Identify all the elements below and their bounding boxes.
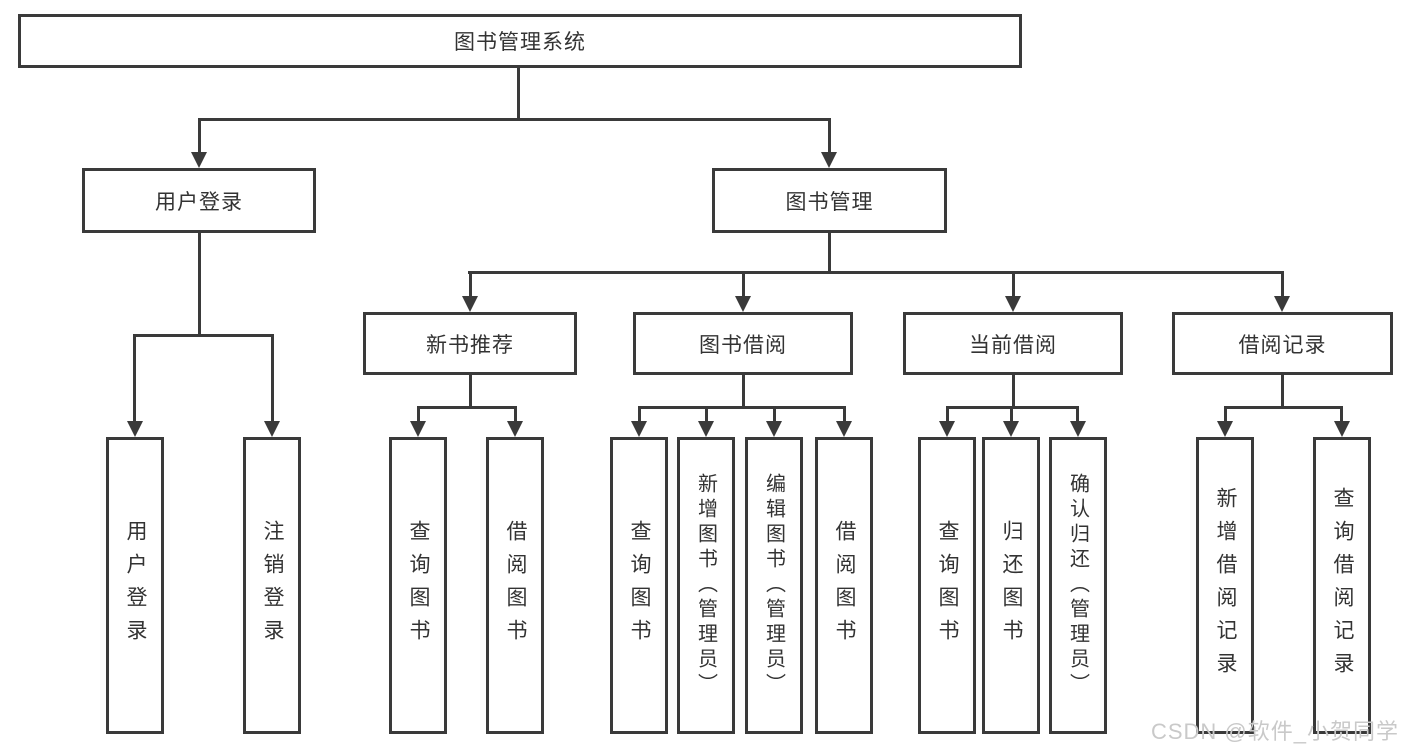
connector-line xyxy=(1281,375,1284,409)
node-label: 归还图书 xyxy=(1000,519,1023,652)
arrow-down-icon xyxy=(766,421,782,437)
arrow-down-icon xyxy=(1217,421,1233,437)
node-label: 用户登录 xyxy=(155,190,243,214)
node-label: 查询图书 xyxy=(407,519,430,652)
connector-line xyxy=(514,406,517,421)
node-label: 查询图书 xyxy=(628,519,651,652)
connector-line xyxy=(1224,406,1343,409)
leaf-confirm-return-admin: 确认归还（管理员） xyxy=(1049,437,1107,734)
connector-line xyxy=(469,375,472,409)
leaf-query-books-current: 查询图书 xyxy=(918,437,976,734)
node-book-borrowing: 图书借阅 xyxy=(633,312,853,375)
connector-line xyxy=(1012,271,1015,296)
arrow-down-icon xyxy=(507,421,523,437)
connector-line xyxy=(1010,406,1013,421)
connector-line xyxy=(705,406,708,421)
leaf-query-books-borrowing: 查询图书 xyxy=(610,437,668,734)
node-label: 查询借阅记录 xyxy=(1331,486,1354,685)
node-label: 查询图书 xyxy=(936,519,959,652)
connector-line xyxy=(1340,406,1343,421)
node-label: 当前借阅 xyxy=(969,333,1057,357)
connector-line xyxy=(1281,271,1284,296)
leaf-add-books-admin: 新增图书（管理员） xyxy=(677,437,735,734)
node-borrowing-records: 借阅记录 xyxy=(1172,312,1393,375)
connector-line xyxy=(773,406,776,421)
arrow-down-icon xyxy=(1005,296,1021,312)
node-user-login: 用户登录 xyxy=(82,168,316,233)
connector-line xyxy=(638,406,846,409)
arrow-down-icon xyxy=(264,421,280,437)
connector-line xyxy=(517,68,520,120)
leaf-logout: 注销登录 xyxy=(243,437,301,734)
arrow-down-icon xyxy=(836,421,852,437)
arrow-down-icon xyxy=(631,421,647,437)
connector-line xyxy=(469,271,472,296)
connector-line xyxy=(198,118,201,152)
csdn-watermark: CSDN @软件_小贺同学 xyxy=(1150,719,1399,744)
node-label: 注销登录 xyxy=(261,519,284,652)
connector-line xyxy=(468,271,1284,274)
node-label: 新增借阅记录 xyxy=(1214,486,1237,685)
node-label: 借阅图书 xyxy=(504,519,527,652)
arrow-down-icon xyxy=(191,152,207,168)
leaf-query-books-recommend: 查询图书 xyxy=(389,437,447,734)
leaf-add-borrow-record: 新增借阅记录 xyxy=(1196,437,1254,734)
leaf-user-login: 用户登录 xyxy=(106,437,164,734)
arrow-down-icon xyxy=(410,421,426,437)
arrow-down-icon xyxy=(127,421,143,437)
leaf-borrow-books-recommend: 借阅图书 xyxy=(486,437,544,734)
arrow-down-icon xyxy=(735,296,751,312)
connector-line xyxy=(843,406,846,421)
connector-line xyxy=(1076,406,1079,421)
arrow-down-icon xyxy=(1003,421,1019,437)
connector-line xyxy=(271,334,274,421)
connector-line xyxy=(828,233,831,274)
connector-line xyxy=(828,118,831,152)
arrow-down-icon xyxy=(462,296,478,312)
arrow-down-icon xyxy=(1334,421,1350,437)
node-new-book-recommendation: 新书推荐 xyxy=(363,312,577,375)
connector-line xyxy=(638,406,641,421)
leaf-borrow-books: 借阅图书 xyxy=(815,437,873,734)
node-label: 编辑图书（管理员） xyxy=(762,473,785,698)
arrow-down-icon xyxy=(698,421,714,437)
connector-line xyxy=(133,334,274,337)
arrow-down-icon xyxy=(1274,296,1290,312)
node-current-borrowing: 当前借阅 xyxy=(903,312,1123,375)
connector-line xyxy=(742,271,745,296)
arrow-down-icon xyxy=(821,152,837,168)
node-book-management: 图书管理 xyxy=(712,168,947,233)
node-label: 新增图书（管理员） xyxy=(694,473,717,698)
connector-line xyxy=(946,406,949,421)
connector-line xyxy=(742,375,745,409)
connector-line xyxy=(198,233,201,337)
node-label: 图书借阅 xyxy=(699,333,787,357)
node-label: 确认归还（管理员） xyxy=(1066,473,1089,698)
connector-line xyxy=(417,406,420,421)
leaf-edit-books-admin: 编辑图书（管理员） xyxy=(745,437,803,734)
connector-line xyxy=(1224,406,1227,421)
leaf-query-borrow-record: 查询借阅记录 xyxy=(1313,437,1371,734)
node-label: 借阅图书 xyxy=(833,519,856,652)
node-label: 图书管理系统 xyxy=(454,31,586,54)
node-label: 借阅记录 xyxy=(1238,333,1327,357)
connector-line xyxy=(133,334,136,421)
leaf-return-books: 归还图书 xyxy=(982,437,1040,734)
connector-line xyxy=(417,406,517,409)
arrow-down-icon xyxy=(1070,421,1086,437)
connector-line xyxy=(1012,375,1015,409)
node-label: 用户登录 xyxy=(124,519,147,652)
node-library-management-system: 图书管理系统 xyxy=(18,14,1022,68)
connector-line xyxy=(198,118,831,121)
node-label: 图书管理 xyxy=(785,190,874,214)
node-label: 新书推荐 xyxy=(426,333,514,357)
arrow-down-icon xyxy=(939,421,955,437)
